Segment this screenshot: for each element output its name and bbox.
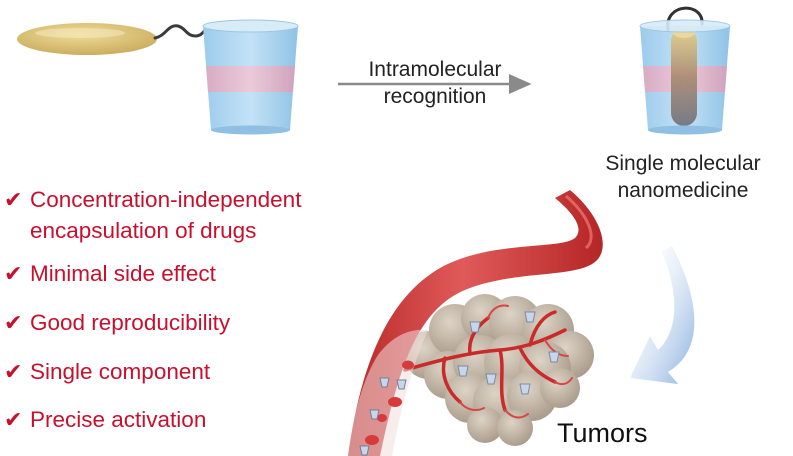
check-icon: ✔ xyxy=(4,187,23,212)
feature-item: ✔ Single component xyxy=(4,356,210,387)
feature-item: ✔ Concentration-independent encapsulatio… xyxy=(4,184,301,246)
feature-text: encapsulation of drugs xyxy=(30,218,257,243)
curved-arrow-icon xyxy=(630,246,695,384)
arrow-label-line: Intramolecular xyxy=(368,58,502,81)
nanomedicine-cup-icon xyxy=(639,6,731,135)
feature-text: Minimal side effect xyxy=(30,261,216,286)
capsule-icon xyxy=(17,23,210,55)
feature-text: Single component xyxy=(30,359,211,384)
product-label-line: Single molecular xyxy=(605,152,761,175)
product-label-line: nanomedicine xyxy=(617,179,749,202)
feature-item: ✔ Minimal side effect xyxy=(4,258,216,289)
feature-text: Concentration-independent xyxy=(30,187,302,212)
feature-text: Good reproducibility xyxy=(30,310,231,335)
check-icon: ✔ xyxy=(4,310,23,335)
feature-item: ✔ Good reproducibility xyxy=(4,307,230,338)
check-icon: ✔ xyxy=(4,359,23,384)
check-icon: ✔ xyxy=(4,407,23,432)
cup-icon xyxy=(202,19,299,135)
feature-text: Precise activation xyxy=(30,407,207,432)
blood-vessel-icon xyxy=(348,190,603,456)
product-label: Single molecular nanomedicine xyxy=(572,150,793,204)
arrow-label-line: recognition xyxy=(383,85,487,108)
tumor-mass-icon xyxy=(403,294,594,446)
arrow-label: Intramolecular recognition xyxy=(360,56,510,110)
check-icon: ✔ xyxy=(4,261,23,286)
tumors-label: Tumors xyxy=(557,418,648,448)
feature-item: ✔ Precise activation xyxy=(4,404,206,435)
